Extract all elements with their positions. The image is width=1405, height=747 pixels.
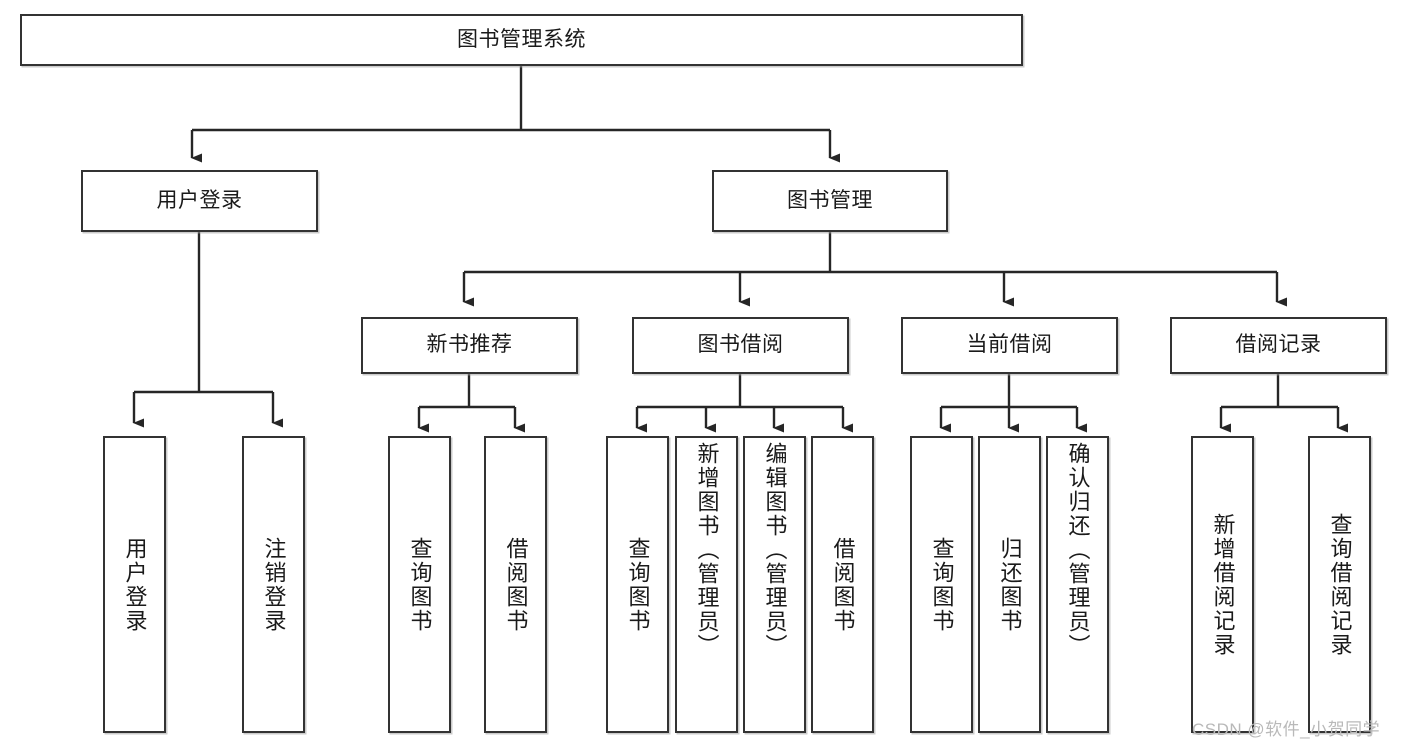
- node-label: 借阅图书: [830, 536, 856, 633]
- node-label: 图书借阅: [697, 333, 784, 357]
- node-label: 用户登录: [156, 188, 243, 212]
- node-current-borrow[interactable]: 当前借阅: [901, 317, 1118, 374]
- node-book-borrow[interactable]: 图书借阅: [632, 317, 849, 374]
- leaf-query-borrow-record[interactable]: 查询借阅记录: [1308, 436, 1371, 733]
- leaf-edit-book-admin[interactable]: 编辑图书（管理员）: [743, 436, 806, 733]
- leaf-add-borrow-record[interactable]: 新增借阅记录: [1191, 436, 1254, 733]
- node-label: 新书推荐: [426, 333, 513, 357]
- leaf-return-book[interactable]: 归还图书: [978, 436, 1041, 733]
- node-label: 编辑图书（管理员）: [762, 442, 788, 658]
- node-root-system[interactable]: 图书管理系统: [20, 14, 1023, 66]
- leaf-logout-login[interactable]: 注销登录: [242, 436, 305, 733]
- node-label: 注销登录: [261, 536, 287, 633]
- leaf-query-book-current[interactable]: 查询图书: [910, 436, 973, 733]
- node-label: 查询借阅记录: [1327, 512, 1353, 657]
- node-label: 查询图书: [625, 536, 651, 633]
- leaf-query-book-borrow[interactable]: 查询图书: [606, 436, 669, 733]
- node-borrow-record[interactable]: 借阅记录: [1170, 317, 1387, 374]
- node-label: 新增借阅记录: [1210, 512, 1236, 657]
- node-label: 查询图书: [929, 536, 955, 633]
- node-label: 用户登录: [122, 536, 148, 633]
- node-label: 确认归还（管理员）: [1065, 442, 1091, 658]
- node-label: 归还图书: [997, 536, 1023, 633]
- node-new-book-recommend[interactable]: 新书推荐: [361, 317, 578, 374]
- leaf-confirm-return-admin[interactable]: 确认归还（管理员）: [1046, 436, 1109, 733]
- leaf-borrow-book[interactable]: 借阅图书: [811, 436, 874, 733]
- node-label: 当前借阅: [966, 333, 1053, 357]
- leaf-borrow-book-recommend[interactable]: 借阅图书: [484, 436, 547, 733]
- leaf-query-book-recommend[interactable]: 查询图书: [388, 436, 451, 733]
- node-label: 借阅记录: [1235, 333, 1322, 357]
- node-label: 借阅图书: [503, 536, 529, 633]
- node-book-management[interactable]: 图书管理: [712, 170, 948, 232]
- node-user-login[interactable]: 用户登录: [81, 170, 318, 232]
- node-label: 图书管理系统: [457, 27, 586, 51]
- node-label: 图书管理: [787, 188, 873, 212]
- node-label: 新增图书（管理员）: [694, 442, 720, 658]
- leaf-add-book-admin[interactable]: 新增图书（管理员）: [675, 436, 738, 733]
- node-label: 查询图书: [407, 536, 433, 633]
- leaf-user-login[interactable]: 用户登录: [103, 436, 166, 733]
- csdn-watermark: CSDN @软件_小贺同学: [1192, 720, 1381, 739]
